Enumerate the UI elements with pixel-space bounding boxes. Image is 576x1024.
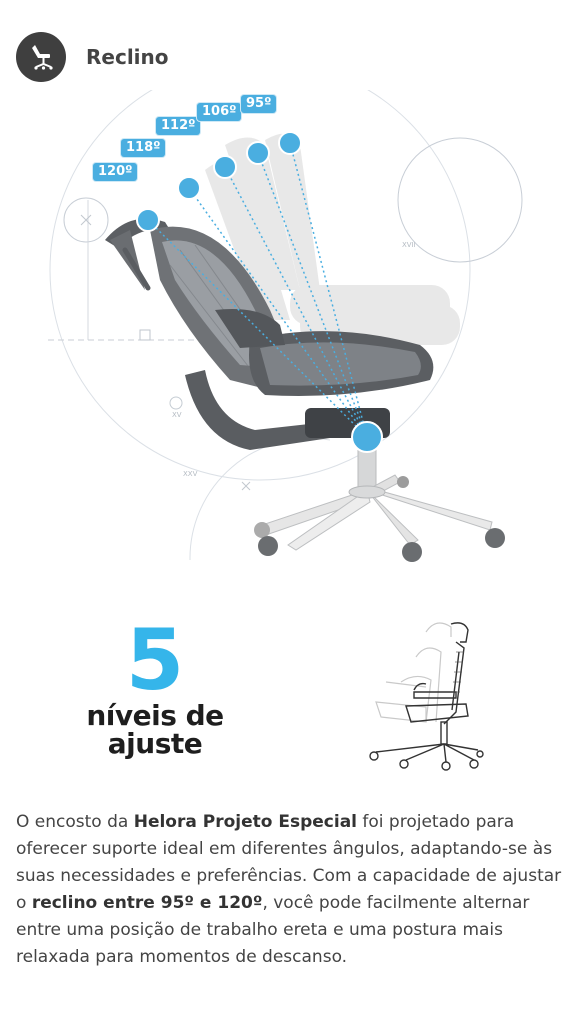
levels-label-line2: ajuste <box>107 727 203 760</box>
roman-label: XVII <box>402 241 416 249</box>
desc-text-3: , você pode facilmente alternar entre um… <box>16 893 530 967</box>
section-header: Reclino <box>16 32 169 82</box>
office-chair-icon <box>16 32 66 82</box>
angle-badge-95: 95º <box>241 95 277 113</box>
levels-label: níveis de ajuste <box>70 702 240 758</box>
roman-label: XV <box>172 411 182 419</box>
angle-badge-120: 120º <box>93 163 138 181</box>
desc-recline-range: reclino entre 95º e 120º <box>31 893 263 913</box>
roman-label: XXV <box>183 470 198 478</box>
adjust-levels-feature: 5 níveis de ajuste <box>0 611 576 780</box>
desc-text-2: foi projetado para oferecer suporte idea… <box>16 812 562 913</box>
levels-number: 5 <box>125 611 185 709</box>
levels-label-line1: níveis de <box>86 699 224 732</box>
chair-recline-diagram: XVII XV XXV <box>48 90 523 562</box>
desc-text-1: O encosto da <box>16 812 134 832</box>
angle-badge-106: 106º <box>197 103 242 121</box>
angle-badge-118: 118º <box>121 139 166 157</box>
angle-badge-112: 112º <box>156 117 201 135</box>
description-paragraph: O encosto da Helora Projeto Especial foi… <box>16 809 564 971</box>
chair-outline-icon <box>369 622 484 771</box>
recline-illustration: XVII XV XXV <box>0 90 576 580</box>
desc-product-name: Helora Projeto Especial <box>133 812 357 832</box>
section-title: Reclino <box>86 45 169 69</box>
